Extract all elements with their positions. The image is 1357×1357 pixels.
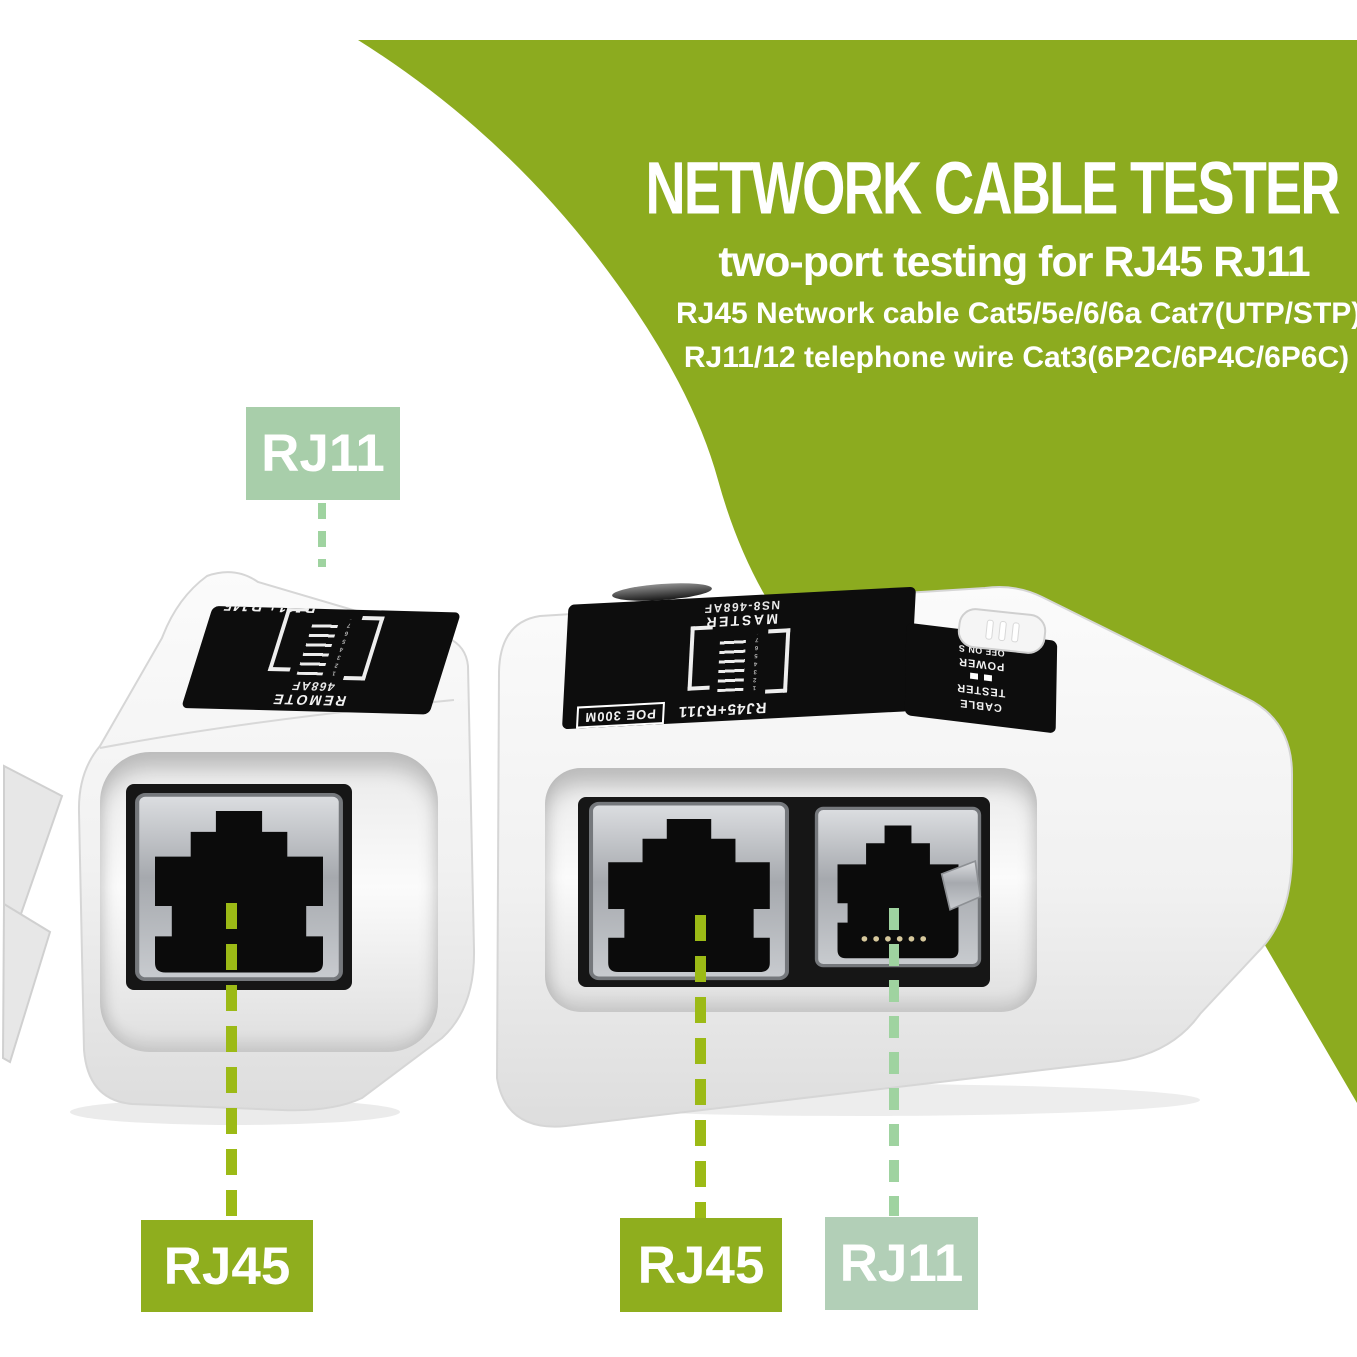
master-ports-label: RJ45+RJ11 [677,699,767,721]
led-rungs-icon [717,634,747,693]
led-ladder: 12345678G [687,625,791,696]
callout-master-rj45: RJ45 [620,1218,782,1312]
dashed-connector-rj45-master [695,915,706,1218]
dashed-connector-rj11-remote [318,503,326,567]
master-rj45-port [588,801,790,981]
page-subtitle: two-port testing for RJ45 RJ11 [718,238,1310,286]
dashed-connector-rj45-remote [226,903,237,1219]
dashed-connector-rj11-master [889,908,899,1216]
remote-top-label: REMOTE 468AF 12345678G RJ11+ RJ45 [181,606,462,715]
panel-cable: CABLE [959,696,1002,714]
callout-master-rj11: RJ11 [825,1217,978,1310]
led-ladder: 12345678G [266,607,385,681]
spec-line-rj11: RJ11/12 telephone wire Cat3(6P2C/6P4C/6P… [683,341,1350,374]
master-top-label: RJ45+RJ11 POE 300M 12345678G MASTER NS8-… [561,586,917,730]
bracket-icon [765,628,791,694]
callout-remote-rj11: RJ11 [246,407,400,500]
master-model: NS8-468AF [702,597,781,616]
spec-line-rj45: RJ45 Network cable Cat5/5e/6/6a Cat7(UTP… [676,297,1357,330]
pin-numbers: 12345678G [751,633,761,691]
master-rj11-port [814,806,982,968]
poe-badge: POE 300M [575,701,665,729]
remote-rj45-port [134,792,344,982]
callout-remote-rj45: RJ45 [141,1220,313,1312]
battery-marks-icon [970,672,992,682]
remote-name: REMOTE [268,691,349,710]
page-title: NETWORK CABLE TESTER [645,147,1340,231]
bracket-icon [687,625,713,691]
